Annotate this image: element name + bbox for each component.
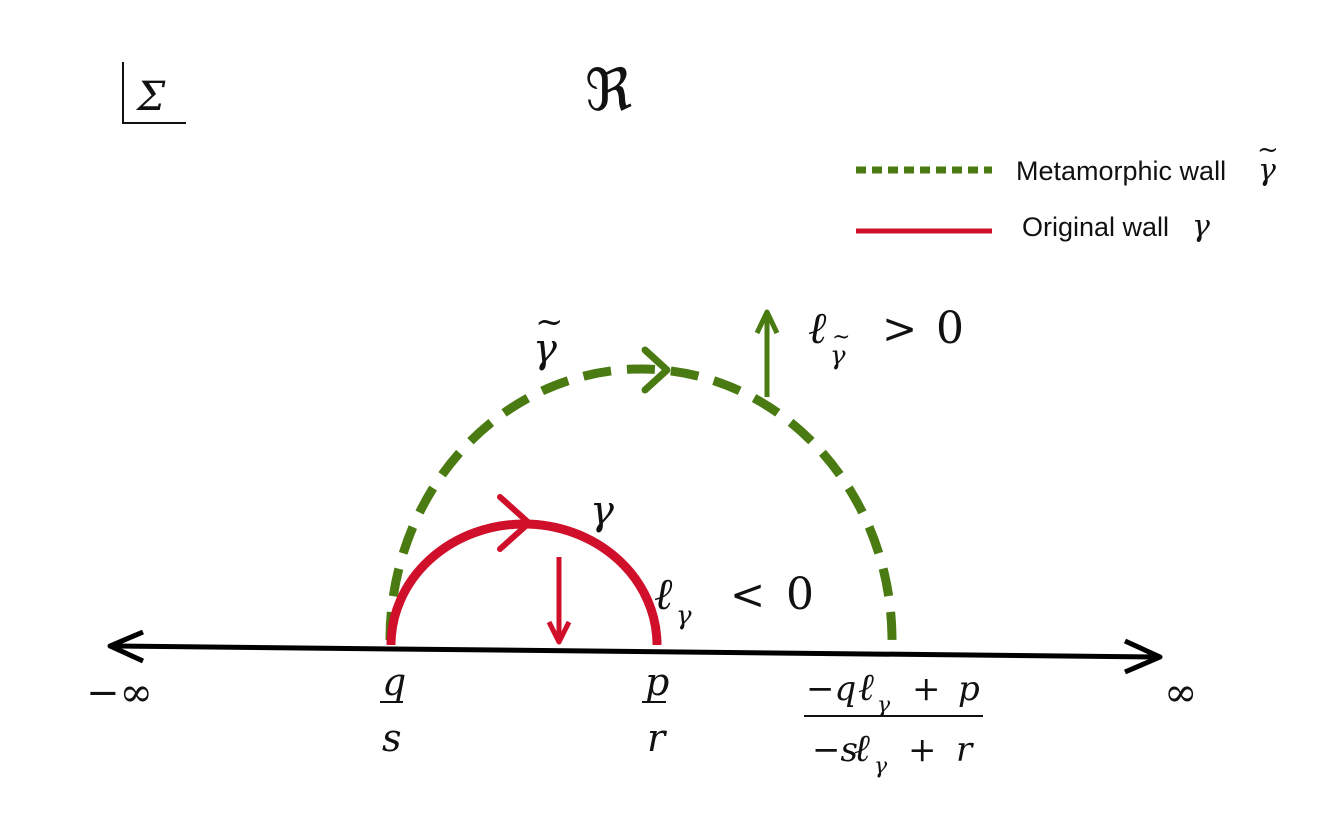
original-direction-arrowhead bbox=[497, 494, 532, 552]
svg-text:γ: γ bbox=[676, 601, 692, 631]
gamma-label: γ bbox=[590, 488, 614, 534]
inequality-gamma-tilde: ℓ γ ~ > 0 bbox=[808, 303, 964, 371]
point-p-over-r: p r bbox=[642, 660, 669, 760]
sigma-label: Σ bbox=[135, 74, 166, 120]
legend-item-original: Original wall γ bbox=[856, 209, 1210, 244]
region-label: ℜ bbox=[585, 56, 632, 124]
legend-text-original: Original wall bbox=[1022, 212, 1169, 242]
svg-text:p: p bbox=[958, 669, 980, 709]
svg-text:0: 0 bbox=[786, 569, 814, 620]
inequality-gamma: ℓ γ < 0 bbox=[654, 569, 814, 631]
svg-text:r: r bbox=[956, 730, 974, 770]
svg-text:>: > bbox=[882, 304, 917, 353]
svg-text:p: p bbox=[645, 660, 669, 704]
metamorphic-wall-curve bbox=[385, 364, 897, 641]
svg-text:−q: −q bbox=[806, 669, 856, 709]
legend-text-metamorphic: Metamorphic wall bbox=[1016, 156, 1226, 186]
gamma-tilde-label: γ bbox=[533, 326, 557, 372]
legend-symbol-gamma-tilde: γ bbox=[1258, 153, 1276, 188]
legend-item-metamorphic: Metamorphic wall γ ~ bbox=[856, 135, 1279, 188]
axis-left-label: −∞ bbox=[86, 670, 153, 716]
corner-label: Σ bbox=[122, 62, 186, 124]
axis-right-arrowhead bbox=[1123, 638, 1163, 675]
normal-arrow-up-head bbox=[754, 309, 780, 335]
svg-text:~: ~ bbox=[832, 325, 850, 350]
svg-text:+: + bbox=[908, 730, 937, 770]
metamorphic-direction-arrowhead bbox=[641, 346, 671, 394]
svg-text:s: s bbox=[382, 716, 402, 760]
point-q-over-s: q s bbox=[380, 660, 406, 760]
svg-text:+: + bbox=[912, 669, 941, 709]
axis-left-arrowhead bbox=[107, 629, 145, 664]
legend: Metamorphic wall γ ~ Original wall γ bbox=[856, 135, 1279, 244]
legend-tilde-accent: ~ bbox=[1257, 135, 1279, 165]
original-wall-curve bbox=[386, 519, 662, 646]
svg-text:γ: γ bbox=[830, 341, 846, 371]
point-image-fraction: −q ℓ γ + p −s ℓ γ + r bbox=[804, 665, 983, 779]
svg-text:q: q bbox=[382, 660, 406, 704]
svg-text:ℓ: ℓ bbox=[854, 726, 870, 770]
svg-text:<: < bbox=[730, 570, 765, 619]
legend-symbol-gamma: γ bbox=[1192, 209, 1210, 244]
axis-right-label: ∞ bbox=[1164, 670, 1197, 716]
svg-text:ℓ: ℓ bbox=[858, 665, 874, 709]
svg-text:γ: γ bbox=[877, 693, 891, 718]
svg-text:−s: −s bbox=[812, 730, 858, 770]
svg-text:ℓ: ℓ bbox=[808, 303, 827, 354]
svg-text:0: 0 bbox=[936, 303, 964, 354]
normal-arrow-down-head bbox=[546, 620, 572, 645]
svg-text:ℓ: ℓ bbox=[654, 569, 673, 620]
real-axis bbox=[114, 643, 1156, 660]
svg-text:γ: γ bbox=[874, 754, 888, 779]
svg-text:r: r bbox=[647, 716, 668, 760]
gamma-tilde-accent: ~ bbox=[535, 302, 564, 342]
